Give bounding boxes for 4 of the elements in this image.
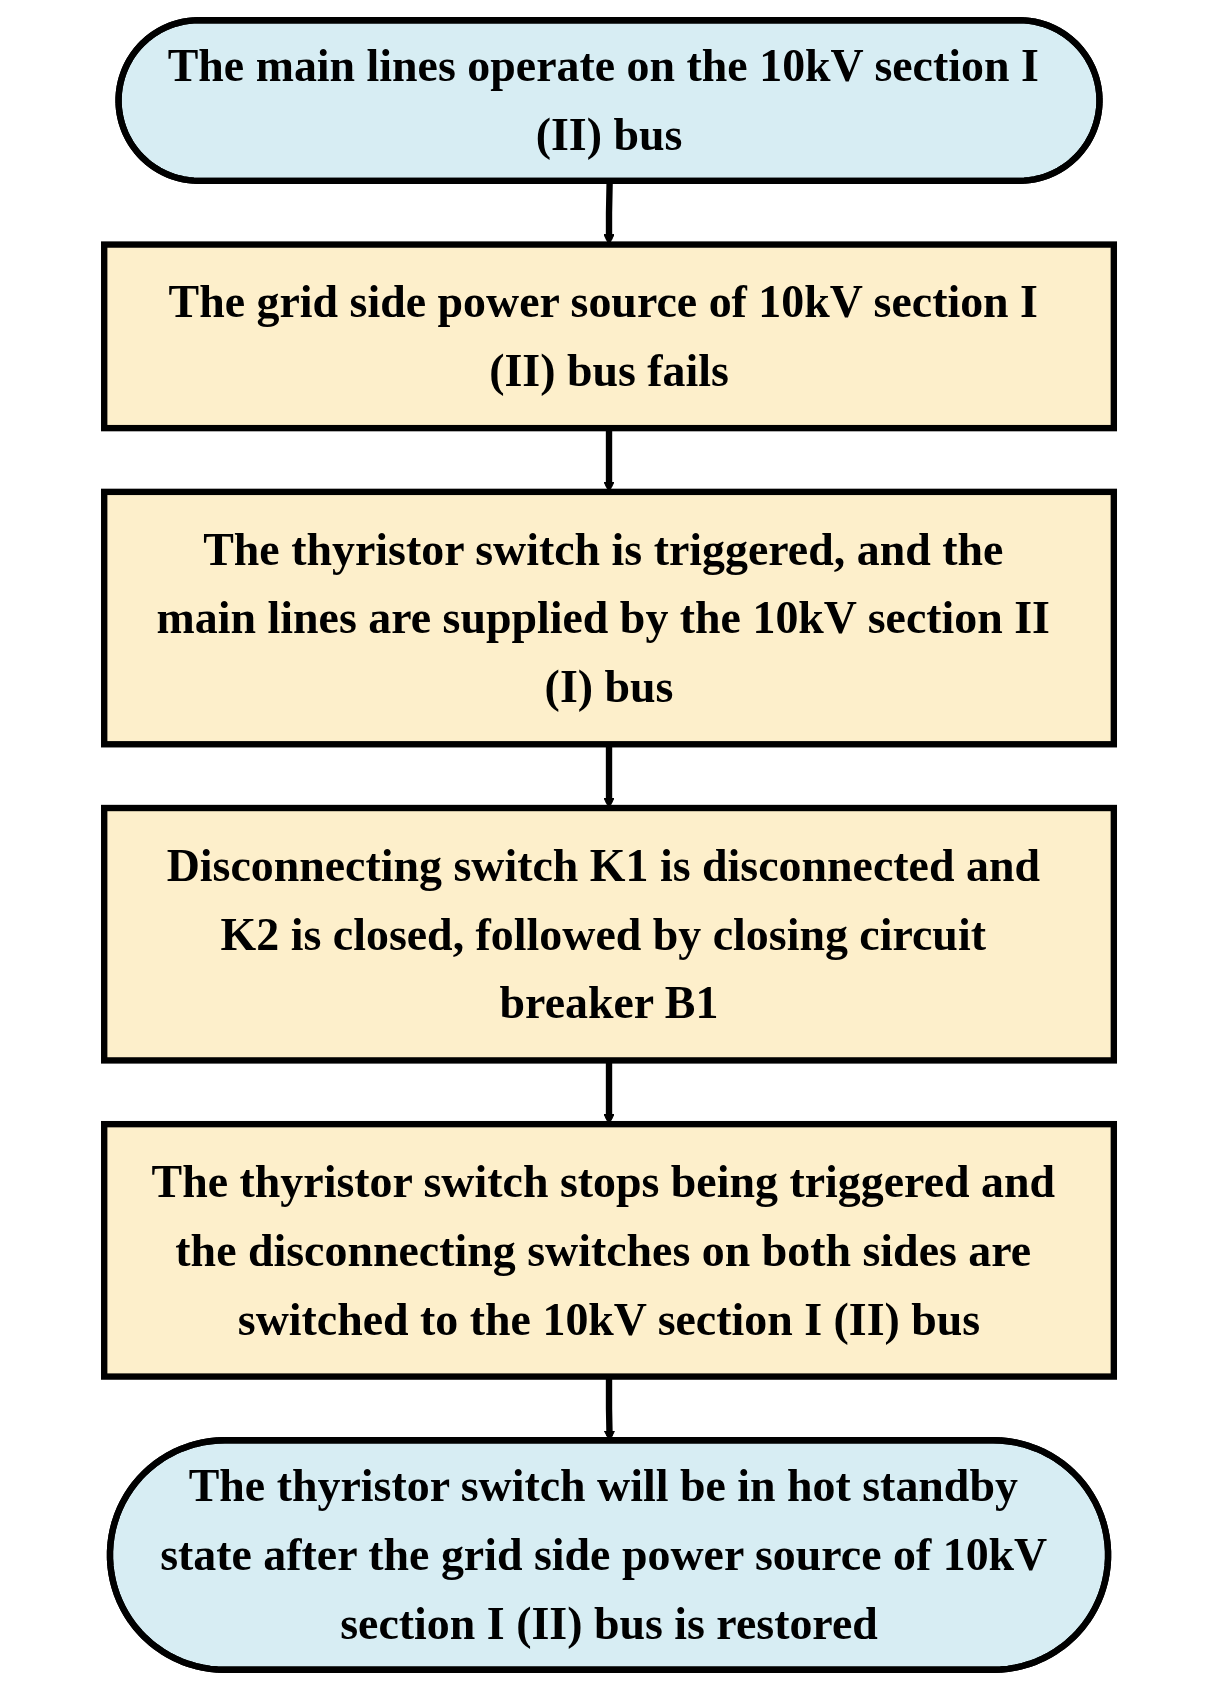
node-box: Disconnecting switch K1 is disconnected and K2 is closed, followed by closing circuit breaker B1 <box>101 804 1117 1064</box>
node-box: The grid side power source of 10kV section I (II) bus fails <box>101 240 1117 431</box>
node-box: The thyristor switch stops being triggered and the disconnecting switches on both sides are switched to the 10kV section I (II) bus <box>101 1120 1117 1380</box>
node-box: The thyristor switch is triggered, and the main lines are supplied by the 10kV section II (I) bus <box>101 488 1117 747</box>
